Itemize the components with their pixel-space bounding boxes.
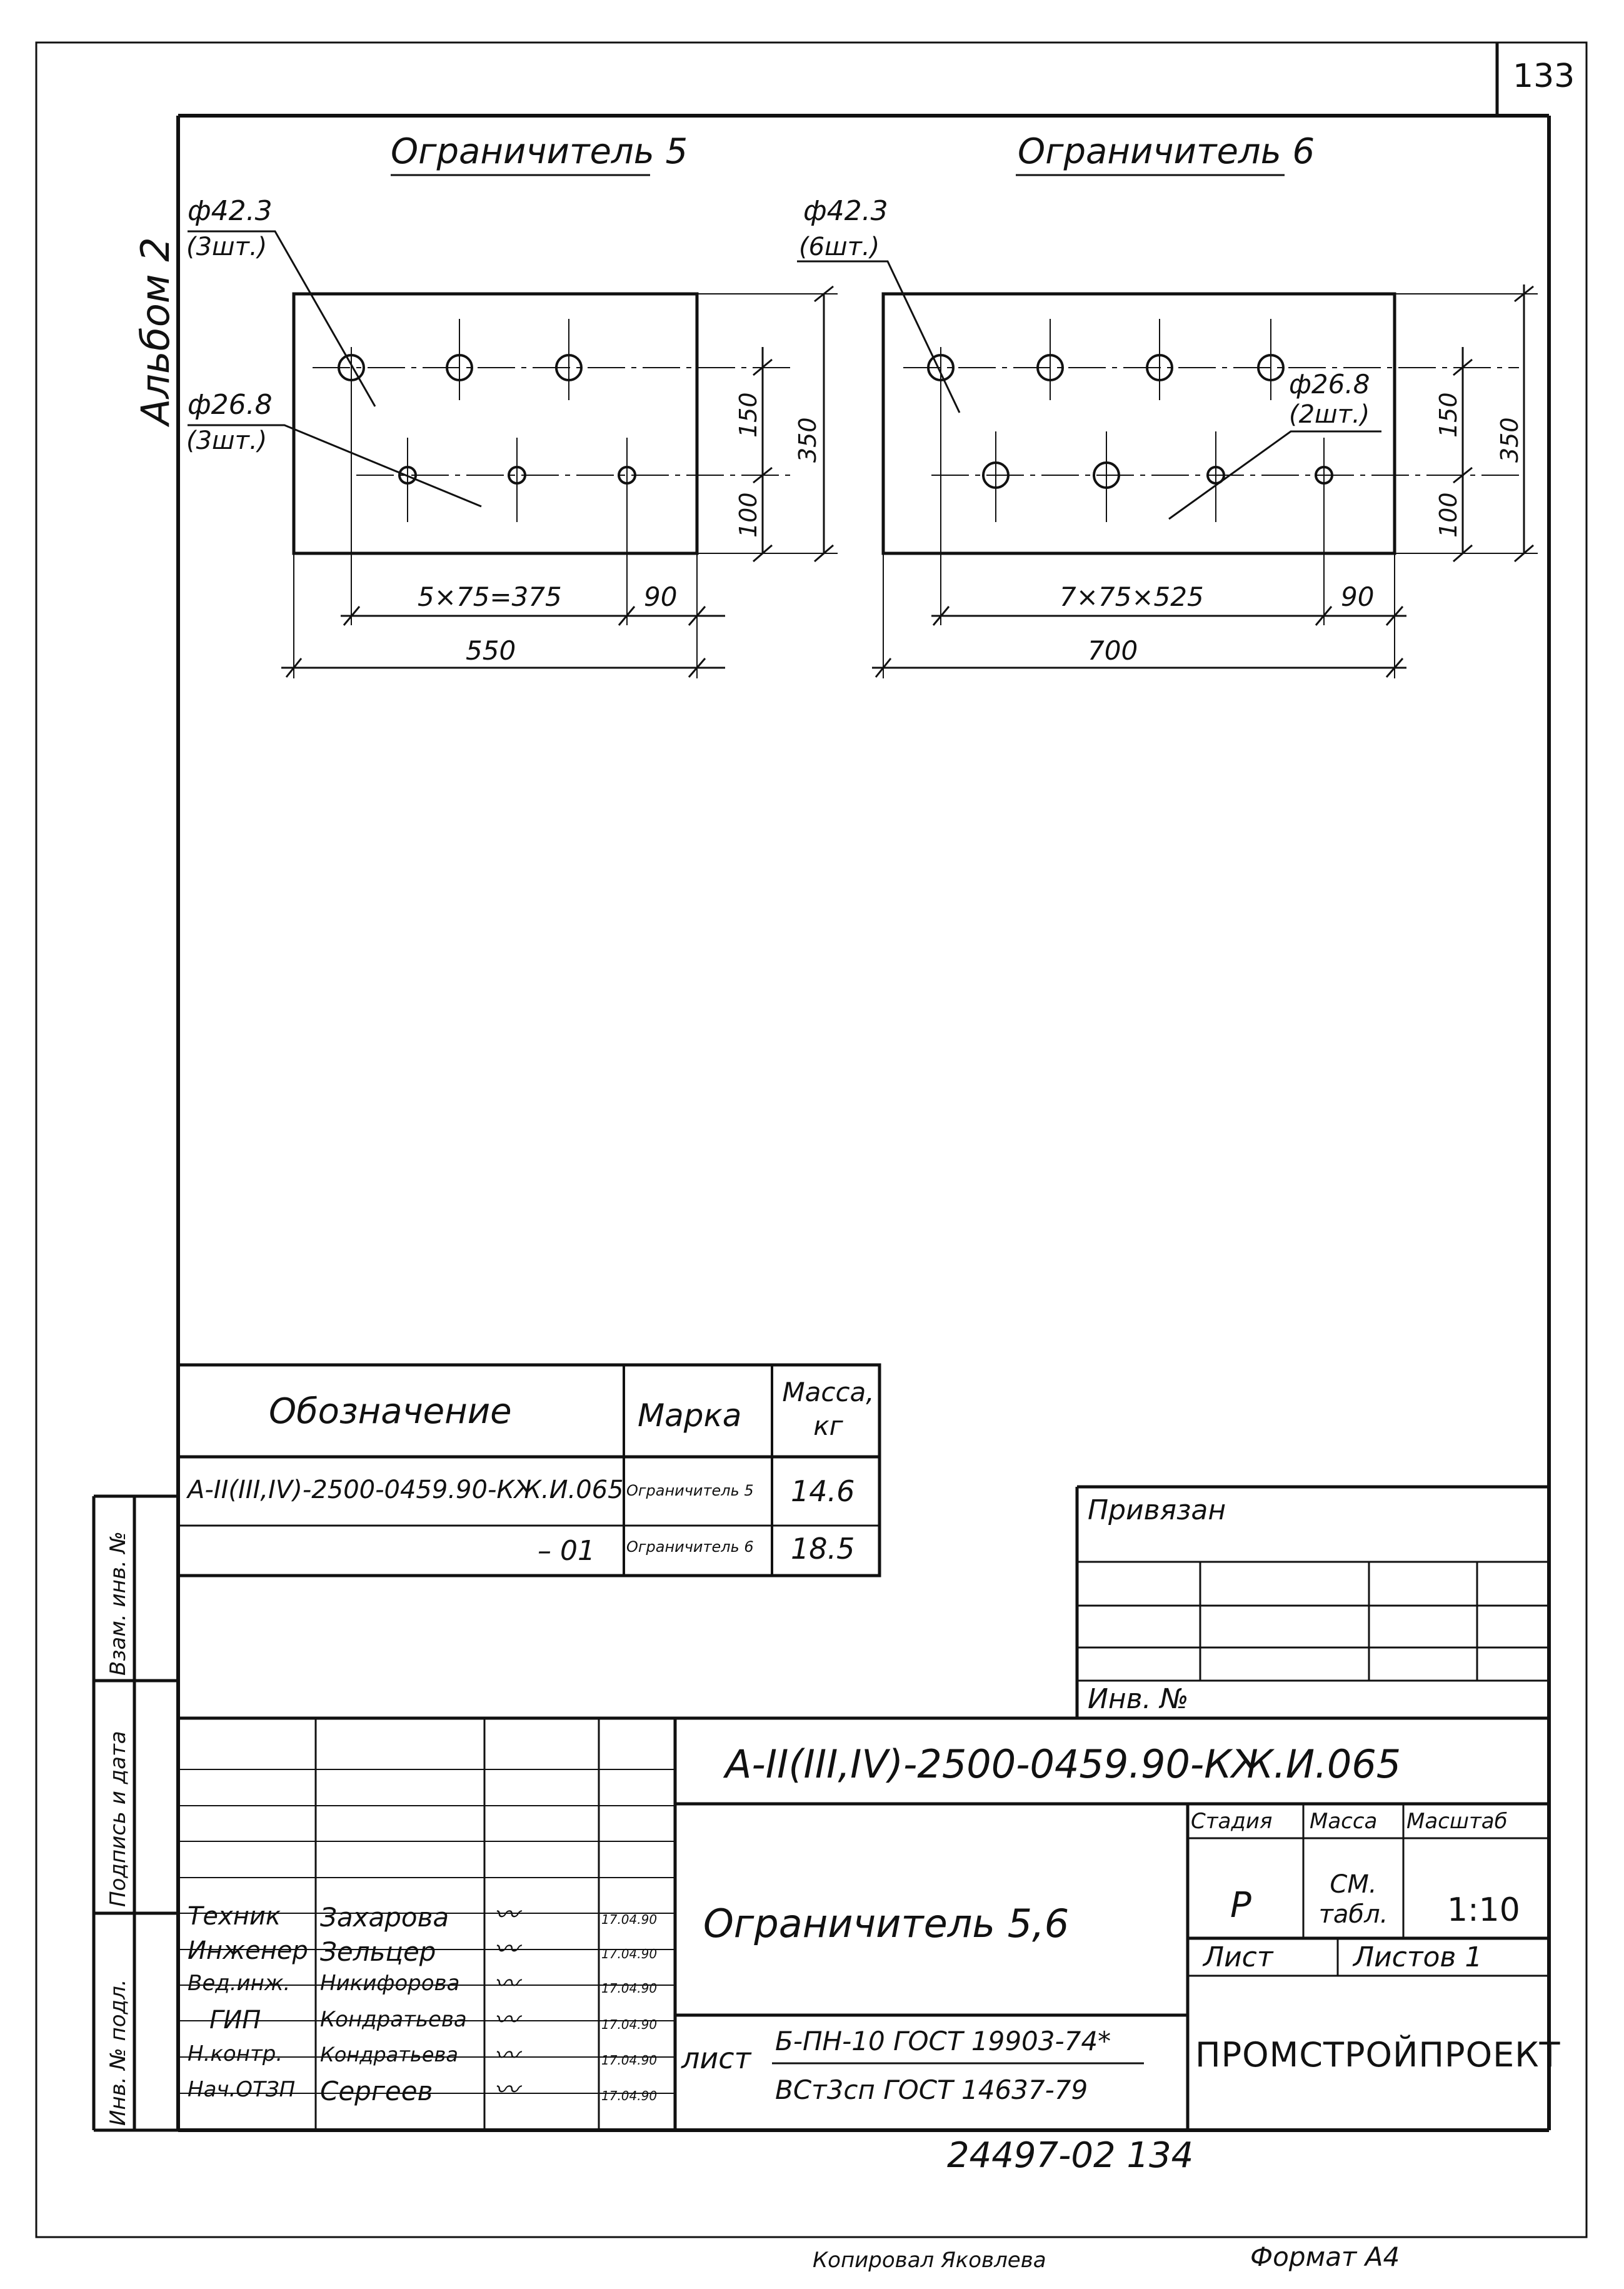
material-label: лист <box>681 2041 751 2075</box>
title-name: Ограничитель 5,6 <box>703 1901 1070 1946</box>
drawing5-hole-large: ф42.3 <box>188 195 273 227</box>
staff-date: 17.04.90 <box>601 1912 658 1927</box>
drawing5-hole-small: ф26.8 <box>188 389 273 421</box>
page-number: 133 <box>1513 58 1575 95</box>
drawing6-hole-small-qty: (2шт.) <box>1289 400 1370 429</box>
album-label: Альбом 2 <box>133 237 178 428</box>
staff-signature: 〰 <box>494 1970 519 1998</box>
staff-name: Никифорова <box>320 1971 460 1996</box>
format-label: Формат А4 <box>1250 2241 1400 2272</box>
spec-row2-mass: 18.5 <box>791 1532 855 1566</box>
staff-date: 17.04.90 <box>601 2088 658 2103</box>
drawing6-dim-pitch: 7×75×525 <box>1060 581 1204 612</box>
dim6-height: 350 <box>1496 417 1523 463</box>
drawing5-dim-total: 550 <box>466 635 516 666</box>
dim5-upper: 150 <box>734 392 762 438</box>
staff-date: 17.04.90 <box>601 1981 658 1996</box>
scale-label: Масштаб <box>1406 1809 1508 1834</box>
staff-name: Кондратьева <box>320 2043 458 2066</box>
spec-header-mass: Масса, кг <box>782 1377 875 1441</box>
dim6-upper: 150 <box>1435 392 1462 438</box>
staff-name: Зельцер <box>320 1936 436 1967</box>
staff-role: Н.контр. <box>188 2041 283 2066</box>
spec-row2-designation: – 01 <box>538 1535 595 1567</box>
staff-name: Сергеев <box>320 2076 433 2106</box>
spec-row1-mark: Ограничитель 5 <box>626 1482 754 1499</box>
staff-role: Инженер <box>188 1936 308 1965</box>
scale-value: 1:10 <box>1447 1891 1520 1929</box>
binding-inv-label: Инв. № <box>1088 1683 1189 1715</box>
staff-role: Нач.ОТЗП <box>188 2077 296 2102</box>
drawing5-hole-large-qty: (3шт.) <box>186 233 268 261</box>
drawing6-hole-large-qty: (6шт.) <box>799 233 880 261</box>
drawing6-dim-total: 700 <box>1088 635 1138 666</box>
copied-by: Копировал Яковлева <box>813 2248 1046 2273</box>
staff-signature: 〰 <box>494 2041 519 2070</box>
company-name: ПРОМСТРОЙПРОЕКТ <box>1195 2035 1561 2075</box>
dim5-height: 350 <box>794 417 821 463</box>
drawing6-hole-large: ф42.3 <box>803 195 888 227</box>
staff-signature: 〰 <box>494 1901 519 1929</box>
spec-row2-mark: Ограничитель 6 <box>626 1538 754 1556</box>
spec-header-mark: Марка <box>638 1397 742 1434</box>
staff-date: 17.04.90 <box>601 2017 658 2032</box>
sheet-label: Лист <box>1203 1941 1273 1973</box>
spec-header-designation: Обозначение <box>269 1391 512 1432</box>
dim6-lower: 100 <box>1435 492 1462 538</box>
staff-role: Вед.инж. <box>188 1971 291 1996</box>
staff-role: Техник <box>188 1902 281 1931</box>
drawing6-title: Ограничитель 6 <box>1018 131 1315 172</box>
staff-signature: 〰 <box>494 2076 519 2105</box>
material-line2: ВСт3сп ГОСТ 14637-79 <box>775 2075 1088 2105</box>
material-line1: Б-ПН-10 ГОСТ 19903-74* <box>775 2026 1111 2056</box>
strip-inv-podl: Инв. № подл. <box>106 1979 131 2126</box>
binding-label: Привязан <box>1088 1494 1226 1526</box>
staff-signature: 〰 <box>494 1935 519 1964</box>
drawing6-hole-small: ф26.8 <box>1289 369 1370 400</box>
drawing5-hole-small-qty: (3шт.) <box>186 426 268 455</box>
staff-role: ГИП <box>209 2006 261 2035</box>
staff-date: 17.04.90 <box>601 2053 658 2068</box>
sheets-label: Листов 1 <box>1353 1941 1483 1973</box>
staff-name: Кондратьева <box>320 2007 467 2032</box>
spec-row1-designation: А-II(III,IV)-2500-0459.90-КЖ.И.065 <box>188 1476 624 1504</box>
stage-label: Стадия <box>1191 1809 1273 1834</box>
drawing6-dim-end: 90 <box>1341 581 1375 612</box>
title-code: А-II(III,IV)-2500-0459.90-КЖ.И.065 <box>725 1741 1401 1787</box>
mass-label: Масса <box>1310 1809 1378 1834</box>
mass-value: СМ. табл. <box>1318 1870 1388 1929</box>
drawing5-dim-end: 90 <box>644 581 678 612</box>
strip-sign-date: Подпись и дата <box>106 1731 131 1907</box>
staff-date: 17.04.90 <box>601 1946 658 1961</box>
drawing5-title: Ограничитель 5 <box>391 131 688 172</box>
staff-signature: 〰 <box>494 2006 519 2035</box>
dim5-lower: 100 <box>734 492 762 538</box>
strip-vzam: Взам. инв. № <box>106 1531 131 1676</box>
stage-value: Р <box>1230 1885 1251 1926</box>
bottom-number: 24497-02 134 <box>947 2135 1194 2176</box>
staff-name: Захарова <box>320 1902 449 1933</box>
drawing5-dim-pitch: 5×75=375 <box>418 581 562 612</box>
spec-row1-mass: 14.6 <box>791 1474 855 1508</box>
